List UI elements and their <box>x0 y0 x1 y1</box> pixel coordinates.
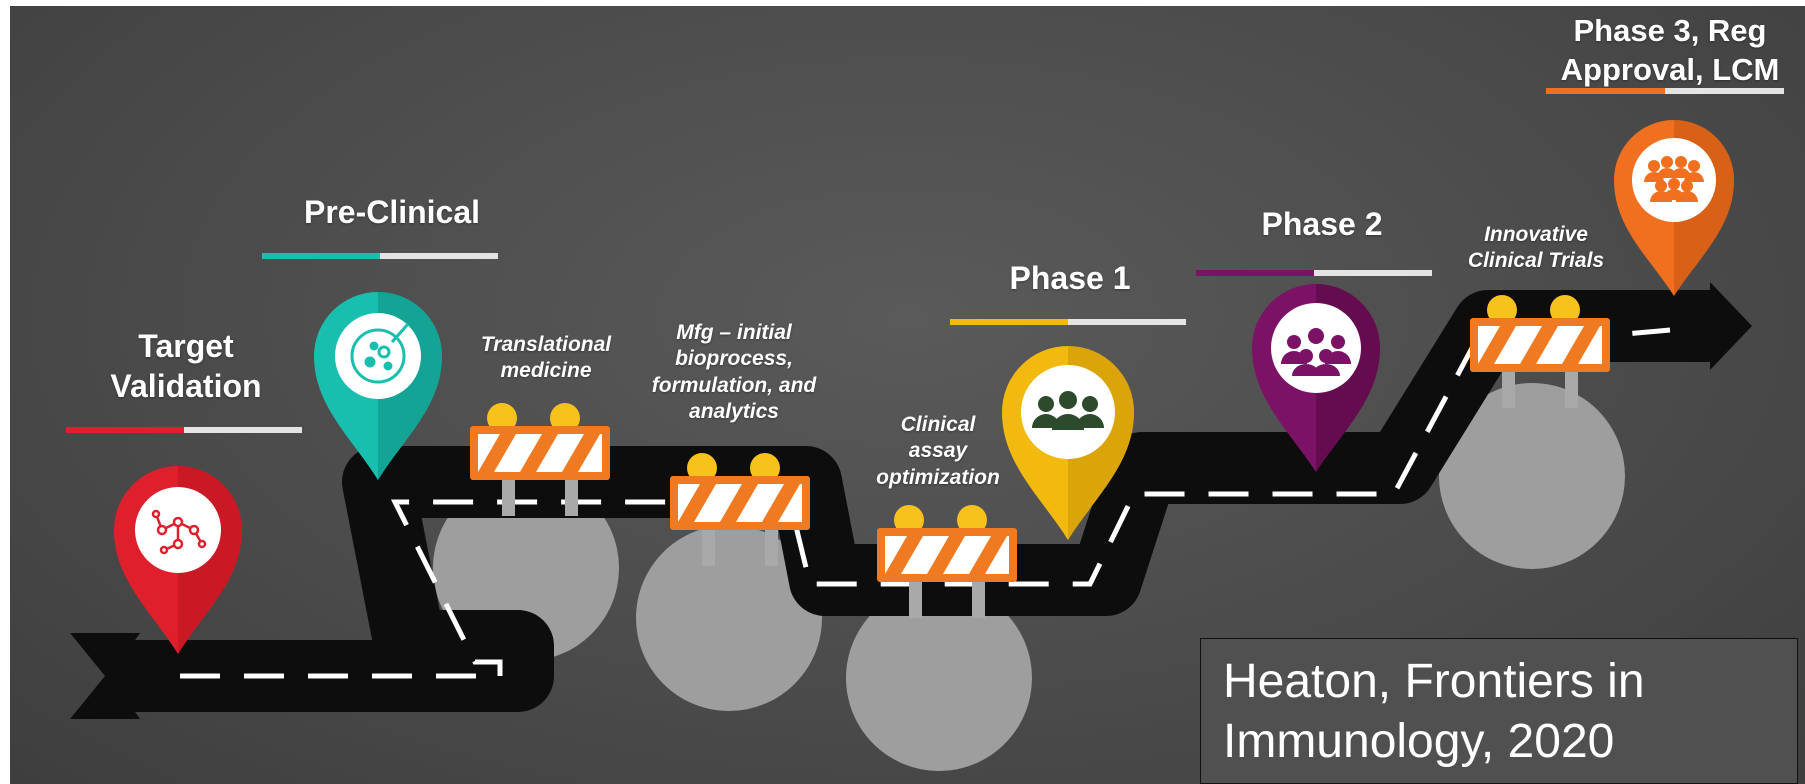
roadmap-artwork <box>70 120 1752 771</box>
step-label-clinical-assay-optimization: Clinical assay optimization <box>876 413 1000 489</box>
boulder-2 <box>636 525 822 711</box>
citation-line-2: Immunology, 2020 <box>1223 715 1615 769</box>
molecule-network-icon <box>151 509 207 555</box>
pin-phase-1 <box>1002 346 1134 540</box>
pin-pre-clinical <box>314 292 442 480</box>
stage-title-phase-1: Phase 1 <box>1009 260 1131 296</box>
pin-target-validation <box>114 466 242 654</box>
step-label-translational-medicine: Translational medicine <box>480 333 612 383</box>
step-label-mfg: Mfg – initial bioprocess, formulation, a… <box>651 321 817 423</box>
boulder-4 <box>1439 383 1625 569</box>
large-crowd-people-icon <box>1644 156 1704 202</box>
stage-underline-phase-3 <box>1546 88 1784 94</box>
step-label-innovative-clinical-trials: Innovative Clinical Trials <box>1467 223 1605 273</box>
medium-group-people-icon <box>1281 328 1351 376</box>
stage-title-phase-2: Phase 2 <box>1261 206 1383 242</box>
stage-title-phase-3: Phase 3, Reg Approval, LCM <box>1560 13 1780 87</box>
road-start-notch <box>70 633 140 719</box>
road-dashes <box>180 327 1671 679</box>
road-end-arrow <box>1710 282 1752 370</box>
stage-underline-phase-2 <box>1196 270 1432 276</box>
pin-phase-2 <box>1252 284 1380 472</box>
road-body <box>110 290 1718 712</box>
petri-dish-icon <box>350 323 410 384</box>
stage-title-target-validation: Target Validation <box>110 328 262 404</box>
boulder-3 <box>846 585 1032 771</box>
stage-underline-target-validation <box>66 427 302 433</box>
barrier-2 <box>670 453 810 566</box>
citation-box: Heaton, Frontiers in Immunology, 2020 <box>1200 638 1798 784</box>
pin-phase-3 <box>1614 120 1734 296</box>
small-group-people-icon <box>1032 391 1104 430</box>
road <box>70 282 1752 719</box>
stage-title-pre-clinical: Pre-Clinical <box>303 194 481 230</box>
stage-underline-phase-1 <box>950 319 1186 325</box>
stage-underline-pre-clinical <box>262 253 498 259</box>
barrier-3 <box>877 505 1017 618</box>
citation-line-1: Heaton, Frontiers in <box>1223 655 1645 708</box>
barriers <box>470 295 1610 618</box>
barrier-4 <box>1470 295 1610 408</box>
diagram-canvas: Target Validation Pre-Clinical Phase 1 P… <box>10 6 1805 784</box>
barrier-1 <box>470 403 610 516</box>
